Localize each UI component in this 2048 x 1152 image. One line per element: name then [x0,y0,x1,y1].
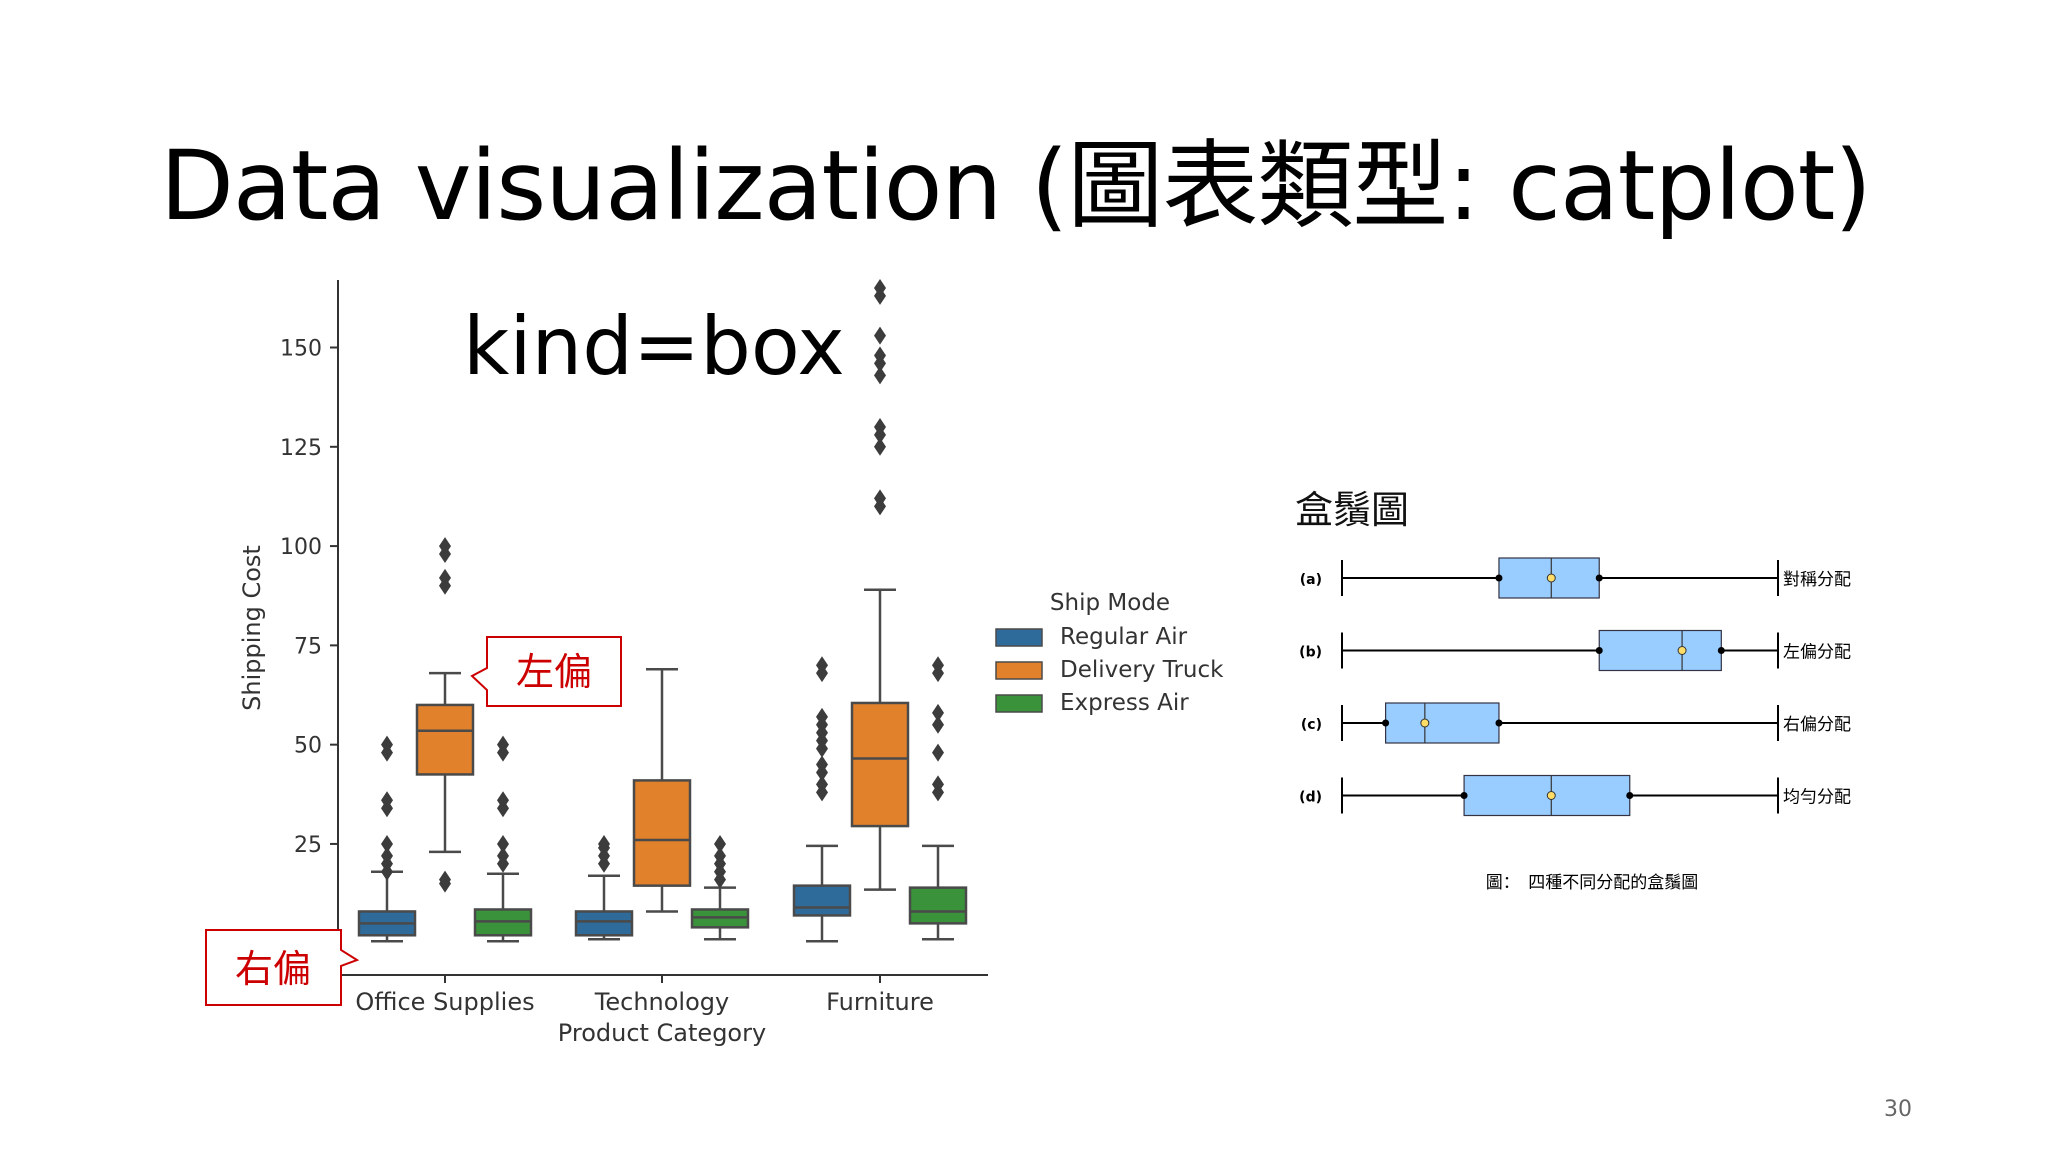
outlier-point [816,775,828,794]
box-iqr [415,703,475,776]
outlier-point [497,846,509,865]
quartile-dot [1382,719,1390,727]
outlier-point [874,278,886,297]
box-express-air-technology [690,834,750,941]
row-id: (c) [1301,717,1322,733]
outlier-point [932,703,944,722]
quartile-dot [1595,574,1603,582]
box-express-air-office-supplies [473,735,533,943]
outlier-point [714,834,726,853]
right-skew-callout-label: 右偏 [235,947,311,991]
outlier-point [598,834,610,853]
box-iqr [850,701,910,828]
distribution-row: (b) 左偏分配 [1299,629,1851,672]
iqr-box [1598,629,1722,672]
distribution-row: (a) 對稱分配 [1300,557,1851,599]
outlier-point [381,735,393,754]
box-express-air-furniture [908,656,968,941]
slide-title: Data visualization (圖表類型: catplot) [160,130,1872,242]
quartile-dot [1495,719,1503,727]
outlier-point [874,366,886,385]
y-tick-label: 150 [280,337,322,362]
legend-label: Regular Air [1060,624,1188,650]
row-label: 均勻分配 [1783,788,1851,808]
outlier-point [714,846,726,865]
box-iqr [908,886,968,925]
outlier-point [497,791,509,810]
illustration-caption: 圖： 四種不同分配的盒鬚圖 [1486,873,1699,893]
outlier-point [932,775,944,794]
outlier-point [816,656,828,675]
outlier-point [439,568,451,587]
distribution-row: (d) 均勻分配 [1299,774,1851,817]
outlier-point [439,870,451,889]
outlier-point [932,743,944,762]
outlier-point [381,834,393,853]
legend-label: Express Air [1060,690,1189,716]
outlier-point [874,346,886,365]
quartile-dot [1626,792,1634,799]
y-tick-label: 50 [294,734,322,759]
mean-marker [1677,646,1687,655]
outlier-point [381,846,393,865]
y-tick-label: 125 [280,436,322,461]
quartile-dot [1460,792,1468,799]
y-tick-label: 100 [280,535,322,560]
row-id: (d) [1299,790,1322,806]
mean-marker [1546,791,1556,800]
box-iqr [632,779,692,887]
quartile-dot [1595,647,1603,654]
legend-swatch [995,694,1043,713]
outlier-point [874,437,886,456]
x-axis-title: Product Category [558,1019,766,1047]
outlier-point [874,489,886,508]
outlier-point [439,537,451,556]
y-tick-label: 25 [294,833,322,858]
outlier-point [497,834,509,853]
legend-swatch [995,628,1043,647]
row-label: 左偏分配 [1783,643,1851,663]
outlier-point [932,715,944,734]
outlier-point [816,707,828,726]
left-skew-callout-box [470,636,622,707]
mean-marker [1420,718,1430,728]
box-iqr [574,910,634,937]
row-id: (a) [1300,572,1322,588]
box-regular-air-furniture [792,656,852,943]
y-axis-title: Shipping Cost [238,545,266,711]
box-iqr [792,884,852,917]
legend-title: Ship Mode [1050,590,1170,616]
x-tick-label: Furniture [826,988,934,1016]
outlier-point [932,656,944,675]
iqr-box [1384,702,1500,744]
row-label: 右偏分配 [1783,715,1851,735]
legend-label: Delivery Truck [1060,657,1224,683]
row-id: (b) [1299,645,1322,661]
box-delivery-truck-technology [632,667,692,913]
outlier-point [381,791,393,810]
x-tick-label: Office Supplies [355,988,534,1016]
right-skew-callout-box [205,929,360,1006]
outlier-point [497,735,509,754]
kind-label: kind=box [463,300,845,393]
page-number: 30 [1884,1097,1912,1122]
outlier-point [874,417,886,436]
quartile-dot [1717,647,1725,654]
box-regular-air-technology [574,834,634,941]
row-label: 對稱分配 [1783,570,1851,590]
legend-swatch [995,661,1043,680]
x-tick-label: Technology [594,988,729,1016]
box-delivery-truck-furniture [850,278,910,891]
box-regular-air-office-supplies [357,735,417,943]
outlier-point [816,755,828,774]
illustration-title: 盒鬚圖 [1295,488,1409,532]
quartile-dot [1495,574,1503,582]
mean-marker [1546,573,1556,583]
outlier-point [874,326,886,345]
left-skew-callout-label: 左偏 [516,650,592,694]
distribution-row: (c) 右偏分配 [1301,702,1851,744]
box-delivery-truck-office-supplies [415,537,475,893]
y-tick-label: 75 [294,634,322,659]
